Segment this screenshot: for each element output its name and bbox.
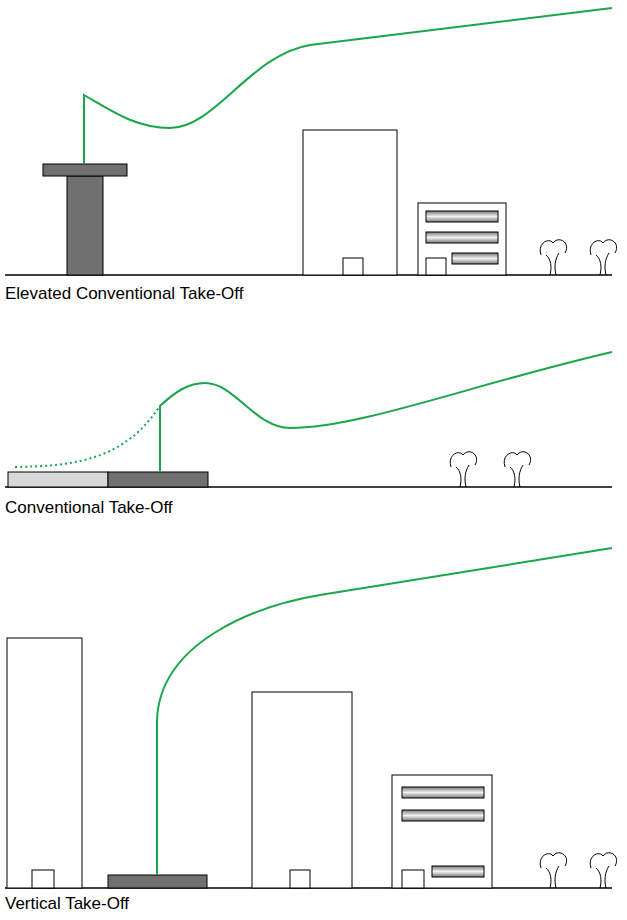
tree-crown: [590, 240, 616, 255]
window-band: [432, 866, 484, 877]
door: [290, 870, 310, 888]
runway-dark: [108, 472, 208, 487]
vertiport-pad: [108, 875, 207, 888]
flight-path: [160, 352, 612, 472]
window-band: [402, 810, 484, 821]
tree-trunk: [596, 866, 609, 888]
tree-trunk: [596, 253, 609, 275]
runway-light: [8, 472, 108, 487]
flight-path-dotted: [15, 406, 160, 467]
window-band: [426, 211, 498, 222]
door: [343, 258, 363, 275]
tree-trunk: [546, 866, 559, 888]
tree-crown: [504, 452, 530, 467]
tree-crown: [590, 853, 616, 868]
panel-caption: Elevated Conventional Take-Off: [5, 284, 243, 304]
building: [392, 775, 492, 888]
window-band: [402, 787, 484, 798]
tree-crown: [540, 853, 566, 868]
tree-crown: [450, 452, 476, 467]
tree-crown: [540, 240, 566, 255]
building: [7, 638, 82, 888]
tree-trunk: [546, 253, 559, 275]
door: [402, 870, 424, 888]
window-band: [452, 253, 498, 264]
panel-caption: Vertical Take-Off: [5, 894, 129, 914]
tree-trunk: [456, 465, 469, 487]
building: [252, 692, 352, 888]
door: [32, 870, 54, 888]
window-band: [426, 232, 498, 243]
building: [303, 130, 397, 275]
tower-deck: [43, 164, 127, 176]
tree-trunk: [510, 465, 523, 487]
tower-column: [67, 176, 103, 275]
flight-path: [157, 548, 612, 875]
trees: [450, 240, 616, 888]
door: [426, 258, 446, 275]
panel-caption: Conventional Take-Off: [5, 498, 173, 518]
building: [418, 203, 506, 275]
